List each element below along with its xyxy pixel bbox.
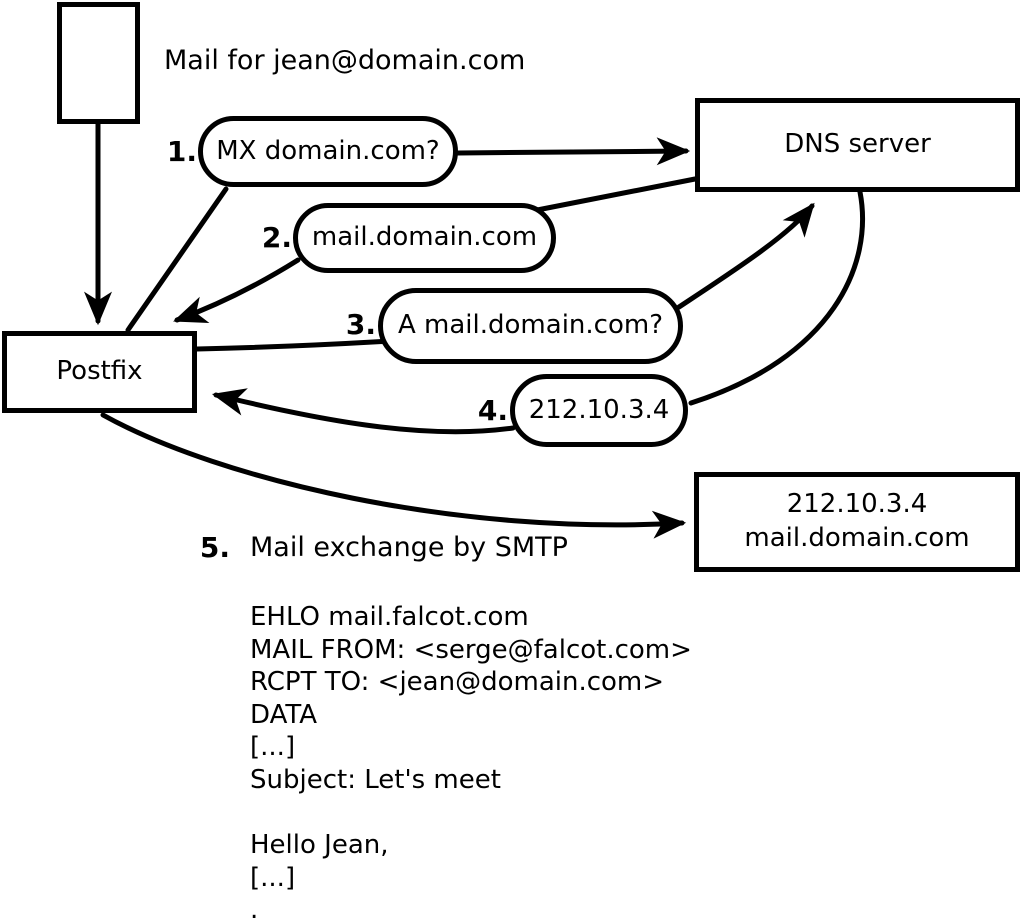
dns-server-label: DNS server bbox=[784, 129, 931, 160]
smtp-line-blank bbox=[250, 797, 692, 830]
step-5-label: Mail exchange by SMTP bbox=[250, 532, 568, 563]
reply-pill-mailhost-label: mail.domain.com bbox=[311, 222, 538, 253]
smtp-transcript: EHLO mail.falcot.com MAIL FROM: <serge@f… bbox=[250, 601, 692, 919]
mail-server-node: 212.10.3.4 mail.domain.com bbox=[694, 472, 1020, 572]
arrow-query1-to-dns bbox=[455, 137, 691, 166]
smtp-line-rcpt-to: RCPT TO: <jean@domain.com> bbox=[250, 667, 665, 698]
arrow-query3-to-dns bbox=[676, 202, 815, 310]
arrow-reply4-to-postfix bbox=[211, 388, 516, 435]
step-number-4: 4. bbox=[477, 394, 508, 427]
step-number-2: 2. bbox=[261, 221, 292, 254]
query-pill-a-record-label: A mail.domain.com? bbox=[398, 310, 663, 341]
smtp-line-ellipsis-1: [...] bbox=[250, 732, 296, 763]
reply-pill-mailhost: mail.domain.com bbox=[293, 203, 556, 273]
mail-server-ip: 212.10.3.4 bbox=[786, 489, 928, 520]
reply-pill-ip-label: 212.10.3.4 bbox=[528, 394, 670, 425]
query-pill-mx-label: MX domain.com? bbox=[216, 135, 440, 166]
line-postfix-to-query1 bbox=[125, 186, 229, 333]
smtp-line-data: DATA bbox=[250, 699, 317, 730]
smtp-line-end-dot: . bbox=[250, 895, 259, 919]
arrow-reply2-to-postfix bbox=[173, 257, 301, 323]
mail-server-hostname: mail.domain.com bbox=[744, 523, 970, 553]
smtp-line-mail-from: MAIL FROM: <serge@falcot.com> bbox=[250, 634, 692, 665]
postfix-node: Postfix bbox=[2, 331, 197, 413]
smtp-line-ellipsis-2: [...] bbox=[250, 862, 296, 893]
dns-server-node: DNS server bbox=[695, 98, 1020, 192]
smtp-line-subject: Subject: Let's meet bbox=[250, 764, 501, 795]
smtp-line-hello: Hello Jean, bbox=[250, 830, 389, 861]
line-dns-to-reply4 bbox=[688, 189, 866, 406]
line-dns-to-reply2 bbox=[524, 176, 698, 215]
query-pill-mx: MX domain.com? bbox=[198, 116, 458, 187]
line-postfix-to-query3 bbox=[194, 338, 394, 352]
step-number-1: 1. bbox=[166, 135, 197, 168]
smtp-line-ehlo: EHLO mail.falcot.com bbox=[250, 602, 529, 632]
caption-mail-for: Mail for jean@domain.com bbox=[164, 45, 526, 76]
step-number-5: 5. bbox=[199, 531, 230, 564]
mail-message-icon bbox=[57, 2, 140, 124]
arrow-postfix-to-mailserver bbox=[100, 412, 687, 539]
step-number-3: 3. bbox=[345, 308, 376, 341]
query-pill-a-record: A mail.domain.com? bbox=[378, 288, 683, 364]
reply-pill-ip: 212.10.3.4 bbox=[510, 374, 688, 447]
postfix-label: Postfix bbox=[56, 356, 143, 387]
